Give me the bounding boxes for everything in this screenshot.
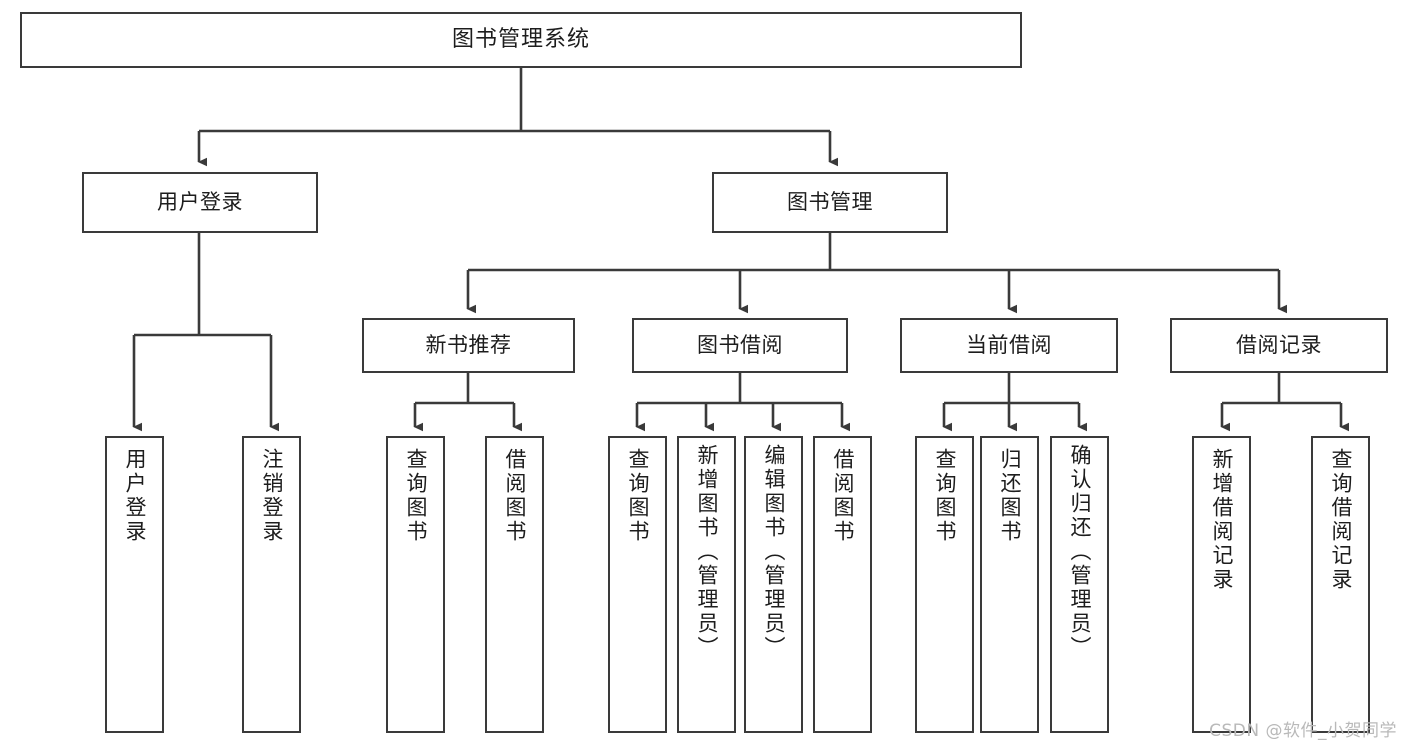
node-label: 查询图书 <box>625 448 650 544</box>
leaf-return-book[interactable]: 归还图书 <box>980 436 1039 733</box>
node-label: 查询借阅记录 <box>1328 448 1353 592</box>
node-book-borrow[interactable]: 图书借阅 <box>632 318 848 373</box>
csdn-watermark: CSDN @软件_小贺同学 <box>1209 721 1397 741</box>
leaf-query-book-new[interactable]: 查询图书 <box>386 436 445 733</box>
node-current-borrow[interactable]: 当前借阅 <box>900 318 1118 373</box>
leaf-query-book-borrow[interactable]: 查询图书 <box>608 436 667 733</box>
node-label: 用户登录 <box>157 189 243 214</box>
node-book-management[interactable]: 图书管理 <box>712 172 948 233</box>
node-label: 借阅图书 <box>830 448 855 544</box>
node-label: 新书推荐 <box>425 332 512 357</box>
node-label: 借阅图书 <box>502 448 527 544</box>
node-label: 查询图书 <box>403 448 428 544</box>
node-label: 新增图书（管理员） <box>694 444 719 660</box>
node-label: 编辑图书（管理员） <box>761 444 786 660</box>
node-label: 新增借阅记录 <box>1209 448 1234 592</box>
leaf-add-book-admin[interactable]: 新增图书（管理员） <box>677 436 736 733</box>
node-label: 归还图书 <box>997 448 1022 544</box>
leaf-add-borrow-record[interactable]: 新增借阅记录 <box>1192 436 1251 733</box>
node-root-system[interactable]: 图书管理系统 <box>20 12 1022 68</box>
node-label: 借阅记录 <box>1236 332 1322 357</box>
leaf-query-book-current[interactable]: 查询图书 <box>915 436 974 733</box>
node-label: 查询图书 <box>932 448 957 544</box>
node-new-book-recommend[interactable]: 新书推荐 <box>362 318 575 373</box>
leaf-borrow-book-new[interactable]: 借阅图书 <box>485 436 544 733</box>
node-user-login[interactable]: 用户登录 <box>82 172 318 233</box>
leaf-logout[interactable]: 注销登录 <box>242 436 301 733</box>
leaf-user-login[interactable]: 用户登录 <box>105 436 164 733</box>
node-label: 图书借阅 <box>697 332 783 357</box>
node-label: 当前借阅 <box>966 332 1052 357</box>
node-label: 用户登录 <box>122 448 147 544</box>
leaf-borrow-book[interactable]: 借阅图书 <box>813 436 872 733</box>
node-label: 注销登录 <box>259 448 284 544</box>
node-label: 图书管理 <box>787 189 873 214</box>
leaf-query-borrow-record[interactable]: 查询借阅记录 <box>1311 436 1370 733</box>
node-borrow-records[interactable]: 借阅记录 <box>1170 318 1388 373</box>
leaf-edit-book-admin[interactable]: 编辑图书（管理员） <box>744 436 803 733</box>
node-label: 图书管理系统 <box>451 26 590 52</box>
node-label: 确认归还（管理员） <box>1067 444 1092 660</box>
leaf-confirm-return-admin[interactable]: 确认归还（管理员） <box>1050 436 1109 733</box>
